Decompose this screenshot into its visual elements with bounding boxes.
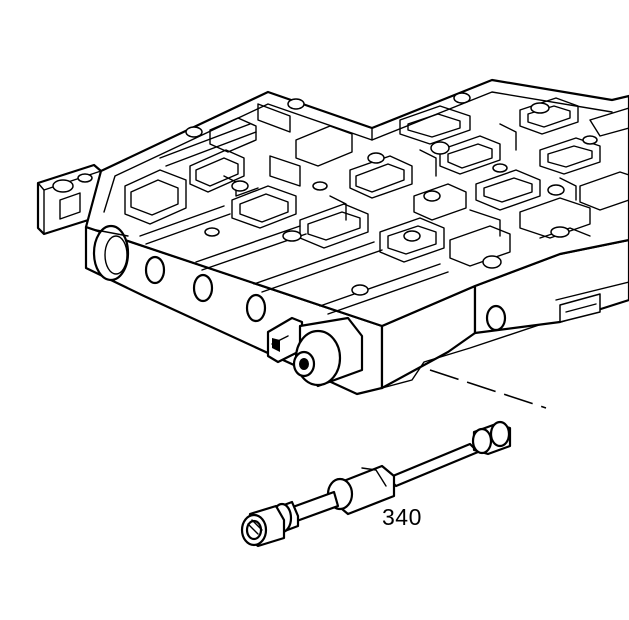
valve-assembly [240, 420, 512, 548]
installation-leader-line [429, 369, 547, 409]
valve-body-bolt-holes [185, 92, 598, 296]
valve-body [36, 78, 629, 396]
part-number-label: 340 [382, 504, 422, 530]
valve-housing [266, 316, 364, 388]
valve-body-bores [92, 224, 507, 332]
valve-body-channels [124, 97, 629, 315]
